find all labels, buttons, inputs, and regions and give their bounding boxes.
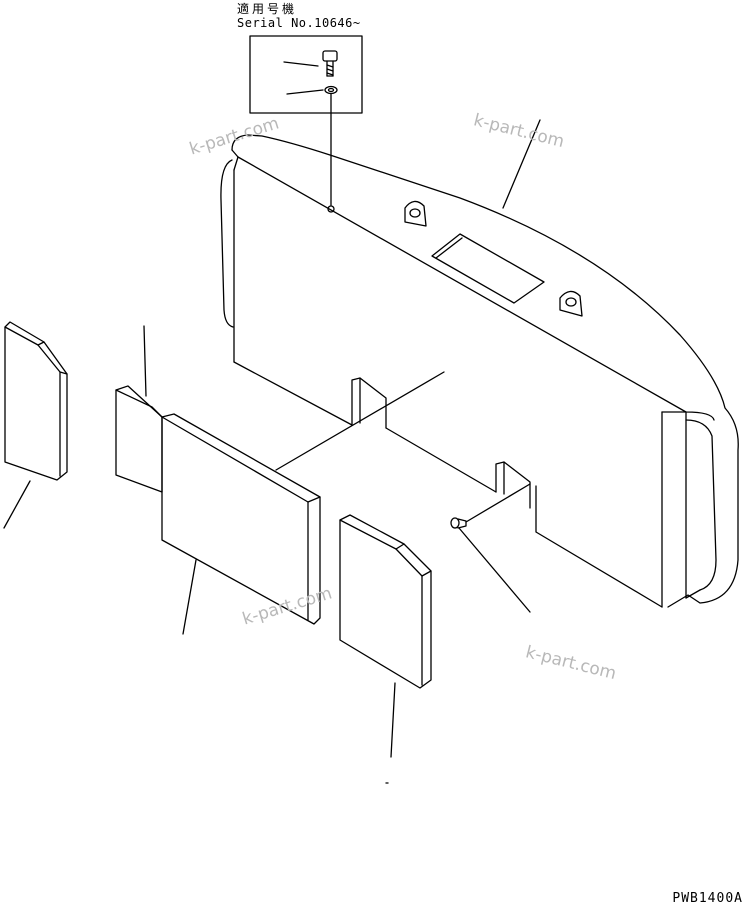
- leader-line-fastener: [458, 527, 531, 613]
- leader-line-washer: [286, 89, 324, 95]
- leader-line-left-cover: [3, 480, 31, 529]
- leader-line-bolt: [283, 61, 319, 67]
- washer-icon: [324, 85, 338, 95]
- applicability-label: 適用号機: [237, 2, 298, 16]
- leader-line-counterweight: [502, 119, 541, 209]
- detail-inset-box: [249, 35, 363, 114]
- leader-line-large-plate: [182, 559, 197, 635]
- counterweight-body: [220, 134, 739, 608]
- cover-plate-large: [161, 413, 321, 625]
- bolt-icon: [322, 50, 338, 77]
- drawing-number: PWB1400A: [672, 891, 743, 906]
- leader-line-large-plate-top: [275, 371, 445, 471]
- leader-line-small-plate: [390, 682, 396, 758]
- serial-number-label: Serial No.10646~: [237, 16, 361, 30]
- cover-plate-small: [339, 514, 432, 689]
- leader-line-rear-pad: [143, 325, 147, 397]
- left-end-cover: [4, 321, 68, 481]
- rubber-pad-rear: [115, 385, 163, 493]
- fastener-cap-icon: [450, 517, 467, 529]
- leader-line-fastener-up: [465, 483, 531, 523]
